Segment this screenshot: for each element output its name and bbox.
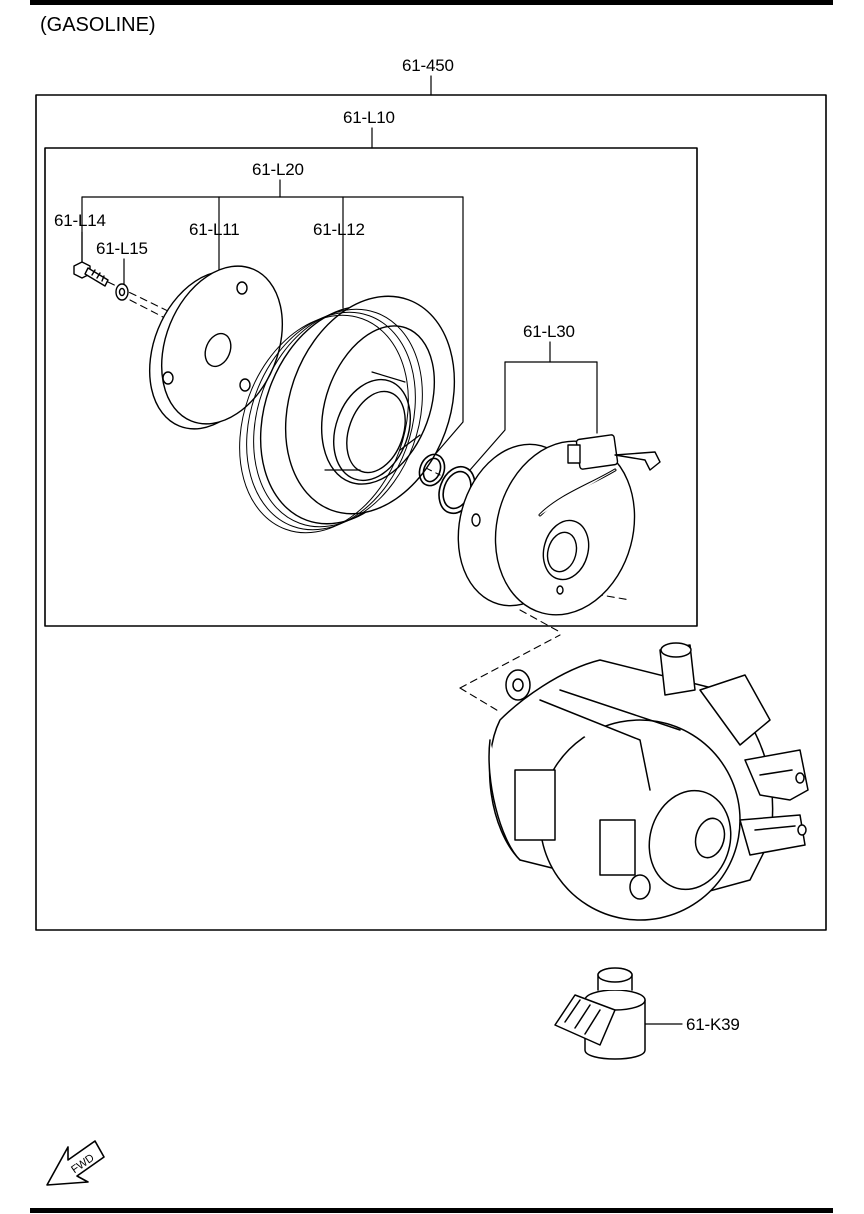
snap-ring — [418, 453, 446, 487]
clutch-frame — [44, 147, 698, 627]
pulley-61-L12 — [239, 295, 456, 534]
switch-61-K39 — [554, 967, 646, 1060]
label-61-L14: 61-L14 — [54, 211, 106, 230]
label-61-L10: 61-L10 — [343, 108, 395, 127]
label-61-L11: 61-L11 — [189, 220, 240, 239]
top-rule — [30, 0, 833, 5]
label-61-L15: 61-L15 — [96, 239, 148, 258]
label-61-K39: 61-K39 — [686, 1015, 740, 1034]
label-61-L20: 61-L20 — [252, 160, 304, 179]
page-title: (GASOLINE) — [40, 14, 156, 36]
bottom-rule — [30, 1208, 833, 1213]
field-coil-61-L30 — [457, 434, 661, 616]
label-61-L12: 61-L12 — [313, 220, 365, 239]
washer-61-L15 — [115, 283, 129, 301]
hub-plate-61-L11 — [148, 265, 284, 430]
label-61-450: 61-450 — [402, 56, 454, 75]
fwd-arrow-icon — [46, 1140, 105, 1186]
label-61-L30: 61-L30 — [523, 322, 575, 341]
bolt-61-L14 — [73, 261, 109, 287]
compressor-body — [488, 642, 809, 921]
